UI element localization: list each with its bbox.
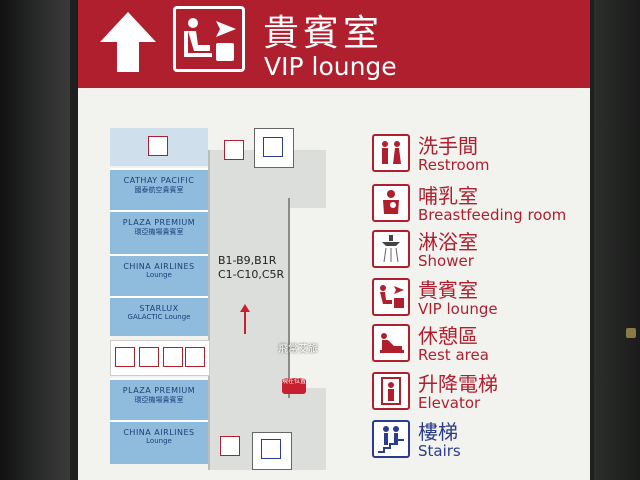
lounge-name: PLAZA PREMIUM [122,218,196,227]
legend-label-en: Stairs [418,442,461,460]
lounge-plaza-premium-2: PLAZA PREMIUM 環亞機場貴賓室 [110,378,208,420]
lounge-name: CHINA AIRLINES [123,428,195,437]
watermark: 飛常艾旅 [278,344,318,355]
legend-label-en: Restroom [418,156,490,174]
legend-label-en: Breastfeeding room [418,206,567,224]
legend-label-cn: 貴賓室 [418,278,478,302]
left-wall [0,0,70,480]
facilities-block [110,340,210,376]
sign-body: CATHAY PACIFIC 國泰航空貴賓室 PLAZA PREMIUM 環亞機… [78,88,590,480]
lounge-name: CHINA AIRLINES [123,262,195,271]
wall-line [288,198,290,398]
legend-label-cn: 升降電梯 [418,372,498,396]
you-are-here-marker: 現在位置 [282,378,306,394]
restroom-icon [224,140,244,160]
wall-line [208,150,210,470]
right-wall [594,0,640,480]
legend-label-en: Elevator [418,394,481,412]
stairs-icon [263,137,283,157]
gates-line-1: B1-B9,B1R [218,254,277,267]
lounge-subname: 環亞機場貴賓室 [134,228,184,236]
legend-label-cn: 哺乳室 [418,184,478,208]
corridor-notch [288,208,326,388]
legend-label-cn: 休憩區 [418,324,478,348]
up-arrow-icon [100,12,156,72]
lounge-cathay-pacific: CATHAY PACIFIC 國泰航空貴賓室 [110,168,208,210]
elevator-icon [372,372,410,410]
legend-label-en: Rest area [418,346,489,364]
lounge-china-airlines-2: CHINA AIRLINES Lounge [110,420,208,464]
lounge-subname: GALACTIC Lounge [127,313,191,321]
legend-label-en: Shower [418,252,474,270]
legend-label-en: VIP lounge [418,300,498,318]
lounge-name: PLAZA PREMIUM [122,386,196,395]
lounge-plaza-premium: PLAZA PREMIUM 環亞機場貴賓室 [110,210,208,254]
stairs-icon [261,439,281,459]
legend-label-cn: 樓梯 [418,420,458,444]
stairs-block [252,432,292,470]
vip-lounge-icon [173,6,245,72]
vip-lounge-icon [372,278,410,316]
lounge-subname: 國泰航空貴賓室 [134,186,184,194]
elevator-icon [220,436,240,456]
legend-label-cn: 洗手間 [418,134,478,158]
page-title-en: VIP lounge [264,52,397,81]
lounge-china-airlines: CHINA AIRLINES Lounge [110,254,208,296]
shower-icon [372,230,410,268]
rest-area-icon [372,324,410,362]
lounge-subname: Lounge [146,437,172,445]
page-title-cn: 貴賓室 [263,13,384,54]
lounge-subname: Lounge [146,271,172,279]
lounge-name: CATHAY PACIFIC [123,176,195,185]
breastfeeding-icon [185,347,205,367]
shower-icon [139,347,159,367]
rest-area-icon [115,347,135,367]
restroom-icon [148,136,168,156]
restroom-block [110,128,208,166]
legend-label-cn: 淋浴室 [418,230,478,254]
lounge-name: STARLUX [139,304,179,313]
direction-arrow-icon [240,304,250,334]
gates-line-2: C1-C10,C5R [218,268,285,281]
lounge-starlux: STARLUX GALACTIC Lounge [110,296,208,336]
stairs-block [254,128,294,168]
restroom-icon [372,134,410,172]
breastfeeding-icon [372,184,410,222]
sign-header: 貴賓室 VIP lounge [78,0,590,88]
lounge-subname: 環亞機場貴賓室 [134,396,184,404]
gate-numbers: B1-B9,B1R C1-C10,C5R [218,254,284,282]
restroom-icon [163,347,183,367]
wall-fixture [626,328,636,338]
stairs-icon [372,420,410,458]
